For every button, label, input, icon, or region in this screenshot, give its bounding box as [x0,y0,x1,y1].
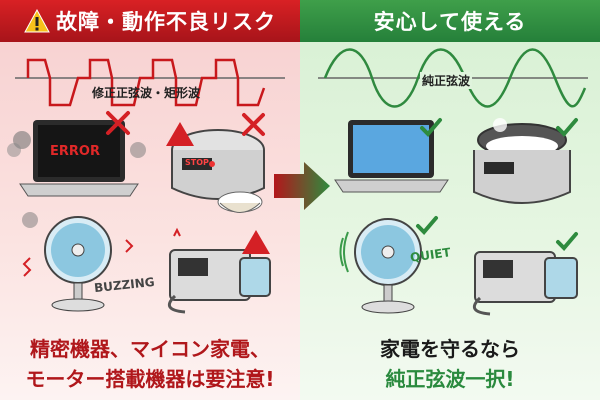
safe-footer-line1: 家電を守るなら [380,337,520,361]
safe-illustration [318,48,588,316]
cooker-display-text: STOP [185,158,209,167]
modified-sine-wave [26,58,266,107]
check-icon [420,118,442,137]
wave-label: 純正弦波 [420,72,473,89]
warning-triangle-icon [166,122,194,146]
laptop-error-icon [7,120,146,197]
warning-triangle-icon [242,230,270,254]
risk-illustration [7,58,285,314]
wave-label: 修正正弦波・矩形波 [92,86,201,100]
safe-header: 安心して使える [300,0,600,42]
safe-panel: 安心して使える 純正弦波 QUIET 家電を守るなら 純正弦波一択! [300,0,600,400]
medical-device-icon [167,227,271,314]
rice-cooker-icon [171,129,265,213]
fan-icon [22,212,134,312]
safe-footer-line2: 純正弦波一択! [385,367,515,391]
rice-cooker-icon [473,118,571,204]
check-icon [556,232,578,251]
laptop-icon [334,120,449,193]
laptop-screen-text: ERROR [50,144,100,159]
cross-icon [106,111,130,135]
arrow-right-icon [274,162,330,210]
cross-icon [242,113,265,136]
risk-title: 故障・動作不良リスク [56,10,276,34]
risk-footer-line1: 精密機器、マイコン家電、 [30,337,270,361]
pure-sine-wave [323,48,587,108]
risk-footer-line2: モーター搭載機器は要注意! [25,367,275,391]
fan-icon [339,218,422,314]
safe-title: 安心して使える [373,10,527,34]
medical-device-icon [472,251,578,316]
risk-header: 故障・動作不良リスク [0,0,300,42]
check-icon [416,216,438,235]
warning-icon [24,9,50,33]
check-icon [556,118,578,137]
risk-panel: 故障・動作不良リスク 修正正弦波・矩形波 ERROR STOP BUZZING … [0,0,300,400]
